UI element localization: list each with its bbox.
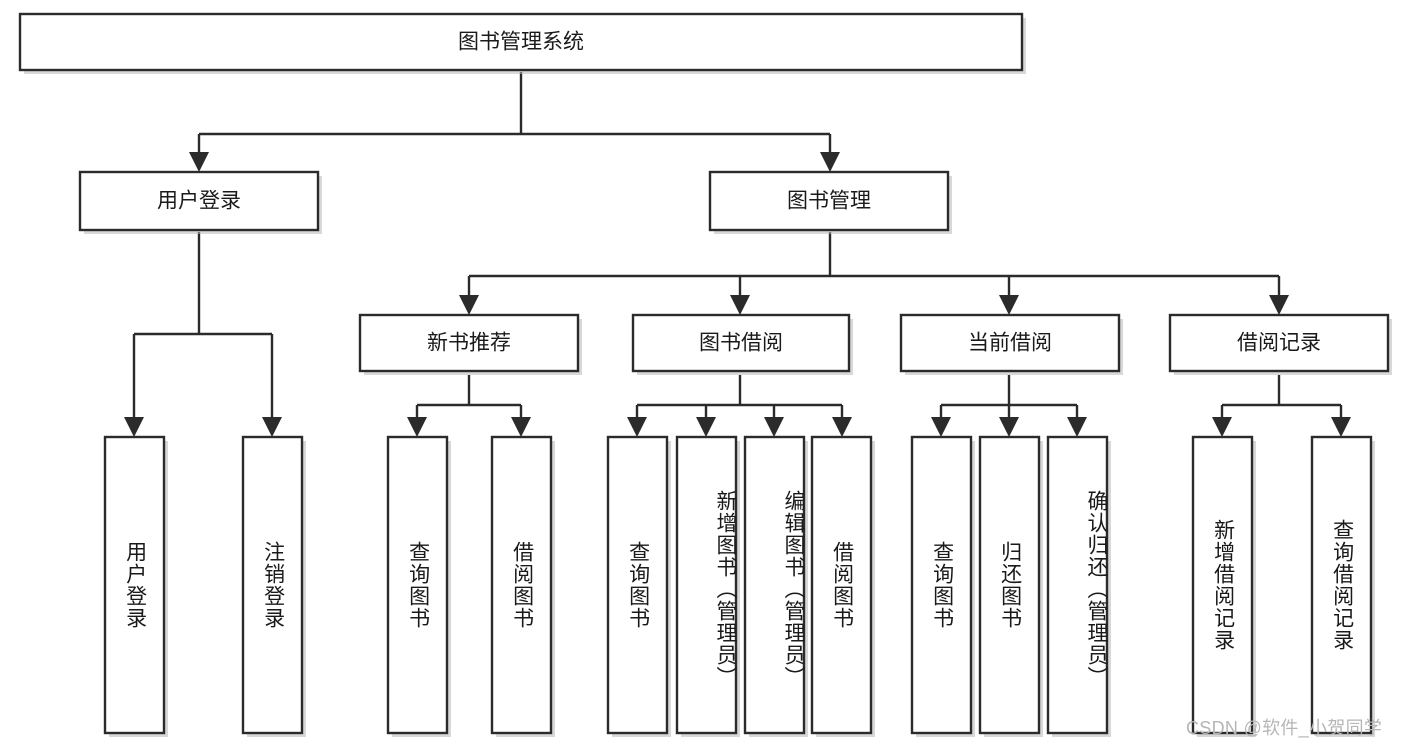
leaf-confirm-return[interactable] xyxy=(1046,435,1109,735)
arrowhead-current-borrow xyxy=(999,295,1019,315)
node-root[interactable] xyxy=(18,12,1024,72)
leaf-user-logout[interactable] xyxy=(241,435,304,735)
csdn-watermark: CSDN @软件_小贺同学 xyxy=(1186,718,1383,738)
arrowhead-book-manage xyxy=(820,152,840,172)
edges-layer xyxy=(124,72,1351,437)
leaf-query-book-2[interactable] xyxy=(606,435,669,735)
arrowhead-leaf-edit-book xyxy=(764,417,784,437)
node-borrow-record[interactable] xyxy=(1168,313,1390,373)
leaf-add-book[interactable] xyxy=(675,435,738,735)
node-root-label: 图书管理系统 xyxy=(458,31,584,54)
arrowhead-leaf-query-record xyxy=(1331,417,1351,437)
arrowhead-leaf-query-book-1 xyxy=(407,417,427,437)
leaf-query-book-3[interactable] xyxy=(910,435,973,735)
leaf-borrow-book-2[interactable] xyxy=(810,435,873,735)
leaf-user-login[interactable] xyxy=(103,435,166,735)
arrowhead-leaf-user-logout xyxy=(262,417,282,437)
node-current-borrow[interactable] xyxy=(899,313,1121,373)
node-new-book-recommend[interactable] xyxy=(358,313,580,373)
node-borrow-record-label: 借阅记录 xyxy=(1237,332,1321,355)
arrowhead-leaf-borrow-book-2 xyxy=(832,417,852,437)
arrowhead-new-book-recommend xyxy=(459,295,479,315)
arrowhead-leaf-return-book xyxy=(999,417,1019,437)
node-user-login-label: 用户登录 xyxy=(157,190,241,213)
leaf-query-record[interactable] xyxy=(1310,435,1373,735)
arrowhead-user-login xyxy=(189,152,209,172)
arrowhead-borrow-record xyxy=(1269,295,1289,315)
node-book-manage[interactable] xyxy=(708,170,950,232)
leaf-add-record[interactable] xyxy=(1191,435,1254,735)
node-new-book-recommend-label: 新书推荐 xyxy=(427,332,511,355)
node-current-borrow-label: 当前借阅 xyxy=(968,332,1052,355)
arrowhead-leaf-query-book-3 xyxy=(931,417,951,437)
node-book-borrow-label: 图书借阅 xyxy=(699,332,783,355)
nodes-layer: 图书管理系统 用户登录 图书管理 新书推荐 图书借阅 当前借阅 借阅记录 xyxy=(18,12,1392,737)
arrowhead-leaf-query-book-2 xyxy=(627,417,647,437)
arrowhead-leaf-borrow-book-1 xyxy=(511,417,531,437)
leaf-borrow-book-1[interactable] xyxy=(490,435,553,735)
node-book-manage-label: 图书管理 xyxy=(787,190,871,213)
arrowhead-book-borrow xyxy=(730,295,750,315)
node-user-login[interactable] xyxy=(78,170,320,232)
leaf-return-book[interactable] xyxy=(978,435,1041,735)
arrowhead-leaf-add-book xyxy=(696,417,716,437)
leaf-query-book-1[interactable] xyxy=(386,435,449,735)
arrowhead-leaf-add-record xyxy=(1212,417,1232,437)
node-book-borrow[interactable] xyxy=(631,313,851,373)
arrowhead-leaf-user-login xyxy=(124,417,144,437)
arrowhead-leaf-confirm-return xyxy=(1067,417,1087,437)
leaf-edit-book[interactable] xyxy=(743,435,806,735)
